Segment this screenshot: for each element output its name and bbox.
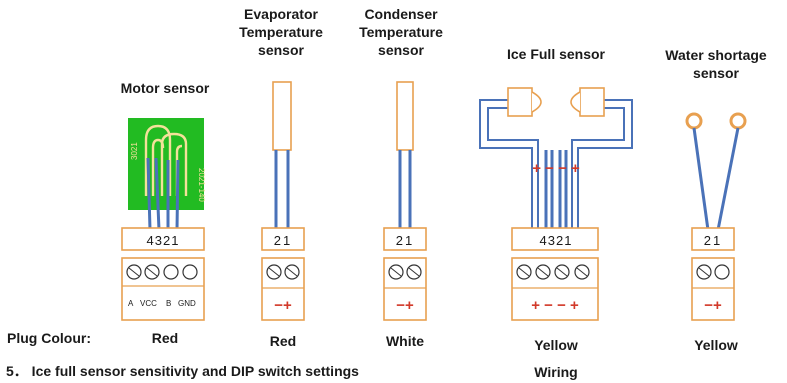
terminal-label-a: A [128,299,134,308]
water-shortage-plug-colour: Yellow [694,337,738,353]
condenser-probe [396,81,414,151]
ice-full-sensor: + − − + 4321 + − − + [479,87,633,321]
water-shortage-title-line1: Water shortage [665,47,767,63]
motor-sensor-title: Motor sensor [121,80,210,96]
ice-full-center-wires [544,150,568,230]
plug-colour-label: Plug Colour: [7,330,91,346]
ice-full-outer-wires [479,99,633,230]
receiver-body [579,87,605,117]
emitter-body [507,87,533,117]
water-shortage-pin-header [691,227,735,251]
evaporator-probe [272,81,292,151]
water-shortage-polarity: −+ [704,297,722,314]
pcb-text-right: 2021-140 [197,168,206,202]
wiring-caption: Wiring [534,364,577,380]
evaporator-pin-header [261,227,305,251]
terminal-label-gnd: GND [178,299,196,308]
water-shortage-title-line2: sensor [693,65,739,81]
ice-full-title: Ice Full sensor [507,46,606,62]
probe-ring-left [685,112,703,130]
ice-full-pin-header [511,227,599,251]
ice-full-pin-numbers: 4321 [540,233,573,248]
water-shortage-pin-numbers: 21 [704,233,722,248]
motor-pin-numbers: 4321 [147,233,180,248]
section-heading: 5． Ice full sensor sensitivity and DIP s… [6,363,359,379]
condenser-wires [398,150,412,230]
condenser-pin-numbers: 21 [396,233,414,248]
terminal-label-vcc: VCC [140,299,157,308]
evaporator-wires [274,150,290,230]
evaporator-pin-numbers: 21 [274,233,292,248]
motor-wires [146,157,180,231]
motor-screws [126,264,198,280]
evaporator-sensor: 21 −+ [261,81,305,321]
condenser-title-line3: sensor [378,42,424,58]
motor-sensor: 3021 2021-140 4321 A VCC B GND [121,118,206,321]
condenser-polarity: −+ [396,297,414,314]
pcb-board [128,118,204,210]
water-shortage-sensor: 21 −+ [685,112,747,321]
motor-pin-header [121,227,205,251]
ice-full-plug-colour: Yellow [534,337,578,353]
pcb-text-left: 3021 [130,142,139,160]
pcb-traces [144,124,188,196]
evaporator-plug-colour: Red [270,333,296,349]
condenser-plug-colour: White [386,333,424,349]
evaporator-polarity: −+ [274,297,292,314]
ice-full-polarity: + − − + [531,297,579,314]
evaporator-title-line2: Temperature [239,24,323,40]
condenser-sensor: 21 −+ [383,81,427,321]
motor-plug-colour: Red [152,330,178,346]
condenser-pin-header [383,227,427,251]
emitter-lens [531,91,542,113]
evaporator-title-line1: Evaporator [244,6,318,22]
evaporator-title-line3: sensor [258,42,304,58]
probe-ring-right [729,112,747,130]
ice-full-wire-signs: + − − + [532,160,580,177]
terminal-label-b: B [166,299,171,308]
receiver-lens [570,91,581,113]
water-shortage-wires [692,127,740,231]
condenser-title-line2: Temperature [359,24,443,40]
condenser-title-line1: Condenser [364,6,438,22]
